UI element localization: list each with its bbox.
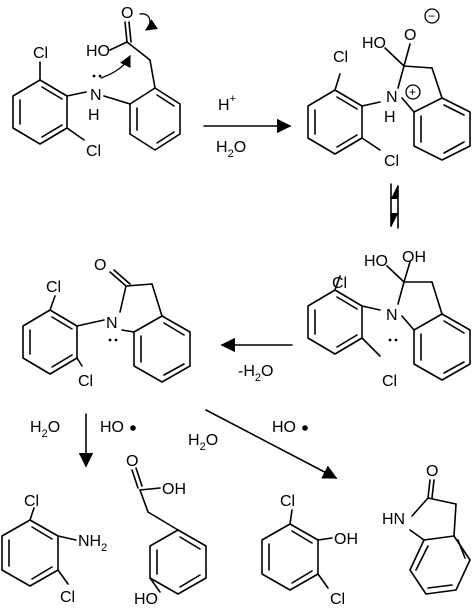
radical-dot (130, 425, 136, 431)
atom-n: N (90, 87, 102, 104)
atom-o: O (426, 463, 438, 480)
atom-cl: Cl (60, 589, 75, 606)
reaction-arrow (205, 409, 338, 479)
atom-cl: Cl (86, 143, 101, 160)
atom-o: O (121, 5, 133, 22)
atom-cl: Cl (78, 373, 93, 390)
atom-cl: Cl (332, 275, 347, 292)
charge-minus: − (428, 9, 435, 23)
atom-h: H (88, 107, 100, 124)
reagent-water: H2O (188, 432, 218, 453)
atom-oh: OH (402, 249, 426, 266)
dichloroaniline-structure (1, 507, 77, 587)
reagent-water: H2O (30, 419, 60, 440)
atom-n: N (106, 315, 118, 332)
lactam-structure (22, 269, 191, 383)
atom-nh2: NH2 (78, 533, 107, 554)
atom-cl: Cl (280, 493, 295, 510)
atom-oh: OH (162, 481, 186, 498)
atom-cl: Cl (333, 49, 348, 66)
atom-ho: HO (134, 591, 158, 608)
oxindole-structure (409, 479, 471, 595)
diol-intermediate (307, 261, 471, 381)
dichlorophenol-structure (261, 509, 333, 591)
radical-dot (302, 425, 308, 431)
atom-cl: Cl (384, 153, 399, 170)
atom-hn: HN (382, 511, 405, 528)
atom-cl: Cl (33, 45, 48, 62)
atom-oh: OH (334, 531, 358, 548)
atom-n: N (386, 89, 398, 106)
atom-n: N (386, 307, 398, 324)
atom-o: O (126, 453, 138, 470)
reagent-water: H2O (216, 139, 246, 160)
atom-cl: Cl (46, 279, 61, 296)
atom-cl: Cl (24, 493, 39, 510)
diclofenac-structure (12, 13, 181, 151)
atom-cl: Cl (330, 591, 345, 608)
atom-o: O (404, 27, 416, 44)
reagent-hydroxyl-radical: HO (272, 419, 296, 436)
hydroxyphenylacetic-acid-structure (131, 467, 207, 595)
atom-ho: HO (364, 253, 388, 270)
zwitterion-intermediate (307, 8, 471, 161)
atom-cl: Cl (382, 373, 397, 390)
charge-plus: + (409, 85, 416, 99)
atom-h: H (384, 109, 396, 126)
atom-ho: HO (362, 35, 386, 52)
reagent-acid: H+ (218, 93, 236, 114)
atom-ho: HO (86, 43, 110, 60)
reagent-dehydration: -H2O (238, 363, 273, 384)
reagent-hydroxyl-radical: HO (100, 419, 124, 436)
atom-o: O (94, 257, 106, 274)
